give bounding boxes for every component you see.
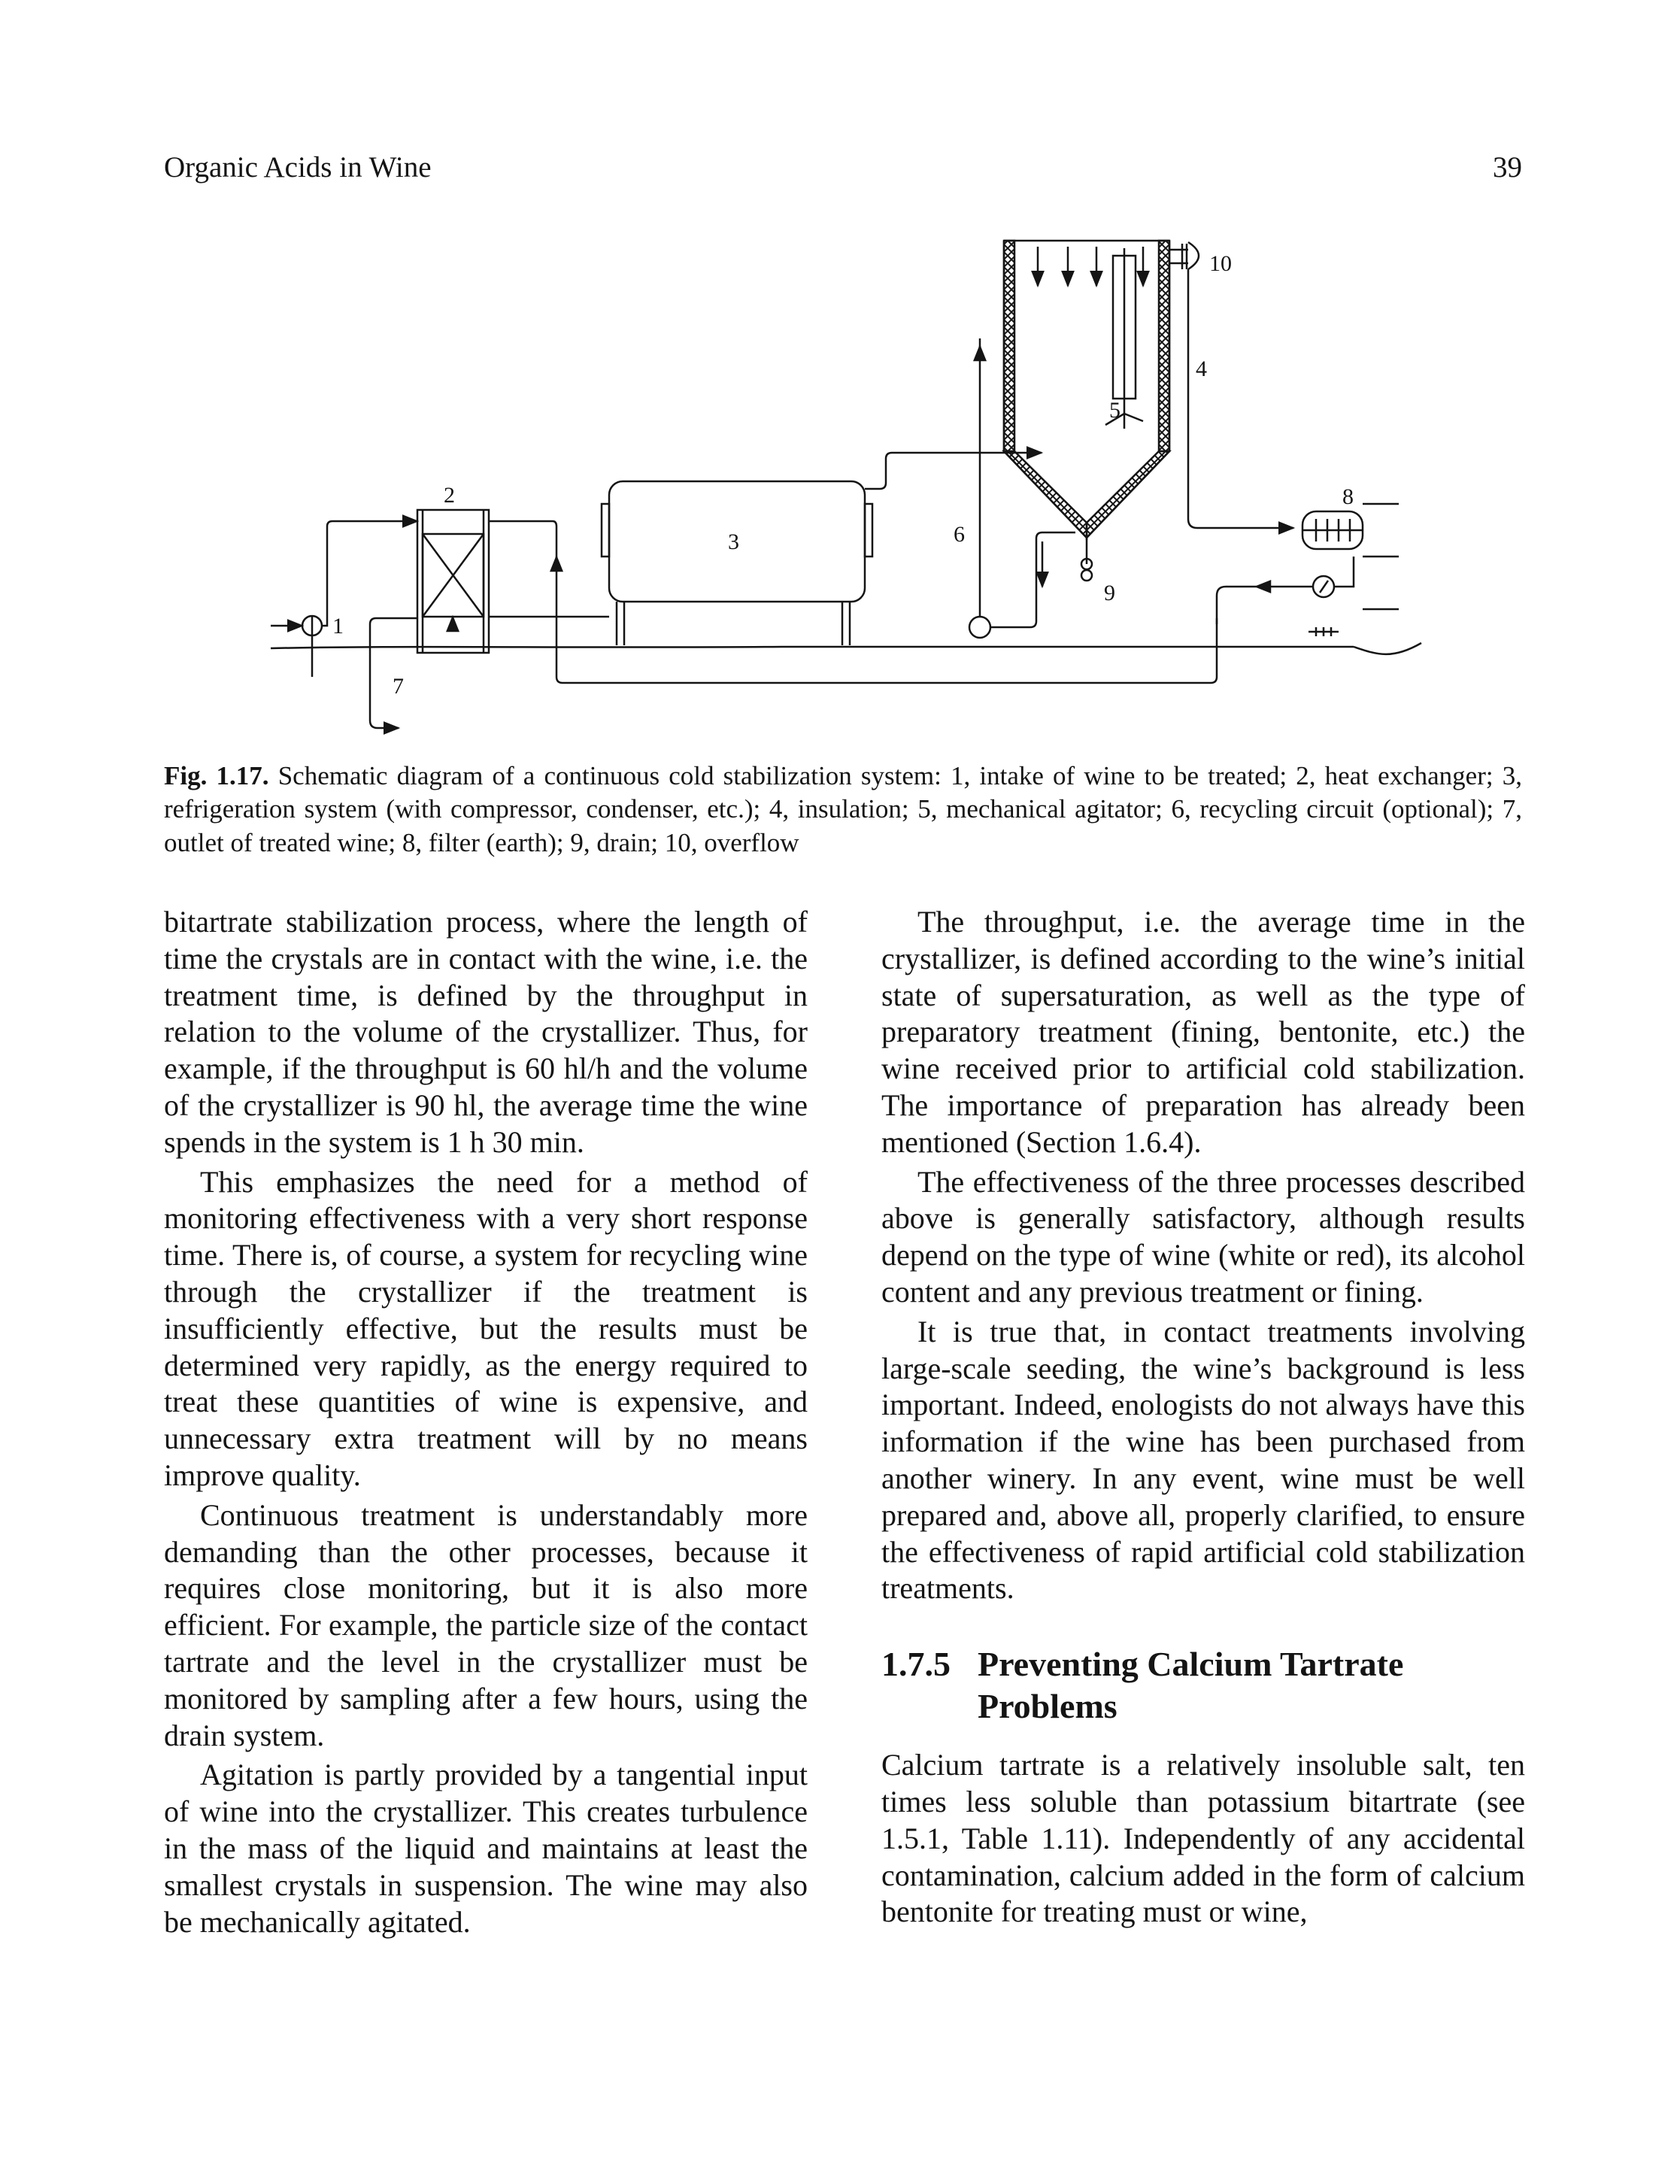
figure-caption: Fig. 1.17. Schematic diagram of a contin… — [164, 760, 1522, 860]
left-paragraph-4: Agitation is partly provided by a tangen… — [164, 1758, 808, 1939]
section-title: Preventing Calcium Tartrate Problems — [978, 1645, 1404, 1726]
label-2: 2 — [444, 483, 455, 508]
label-8: 8 — [1342, 484, 1354, 509]
base-line — [270, 645, 1354, 650]
label-5: 5 — [1109, 398, 1121, 423]
label-10: 10 — [1209, 251, 1232, 276]
insulation-right — [1157, 239, 1171, 453]
caption-text: Schematic diagram of a continuous cold s… — [164, 761, 1523, 857]
caption-label: Fig. 1.17. — [164, 761, 269, 790]
left-paragraph-3: Continuous treatment is understandably m… — [164, 1497, 808, 1752]
right-paragraph-2: The effectiveness of the three processes… — [881, 1164, 1525, 1309]
left-paragraph-2: This emphasizes the need for a method of… — [164, 1164, 808, 1492]
page-number: 39 — [1493, 151, 1522, 184]
label-9: 9 — [1104, 581, 1115, 605]
label-1: 1 — [332, 614, 344, 639]
schematic-svg: 1 2 3 4 5 6 7 8 9 10 — [270, 239, 1422, 735]
schematic-diagram: 1 2 3 4 5 6 7 8 9 10 — [256, 233, 1436, 737]
left-paragraph-1: bitartrate stabilization process, where … — [164, 905, 808, 1159]
running-title: Organic Acids in Wine — [164, 151, 432, 184]
right-column: The throughput, i.e. the average time in… — [881, 904, 1525, 1934]
label-4: 4 — [1196, 356, 1207, 381]
right-paragraph-1: The throughput, i.e. the average time in… — [881, 905, 1525, 1159]
crystallizer-body — [1002, 241, 1171, 539]
label-3: 3 — [728, 529, 739, 554]
label-6: 6 — [954, 522, 965, 547]
heat-exchanger-box — [416, 508, 490, 654]
section-heading: 1.7.5 Preventing Calcium Tartrate Proble… — [881, 1643, 1525, 1727]
right-paragraph-4: Calcium tartrate is a relatively insolub… — [881, 1748, 1525, 1929]
left-column: bitartrate stabilization process, where … — [164, 904, 808, 1943]
section-number: 1.7.5 — [881, 1645, 951, 1684]
label-7: 7 — [393, 674, 404, 699]
right-paragraph-3: It is true that, in contact treatments i… — [881, 1314, 1525, 1606]
insulation-left — [1002, 239, 1016, 453]
